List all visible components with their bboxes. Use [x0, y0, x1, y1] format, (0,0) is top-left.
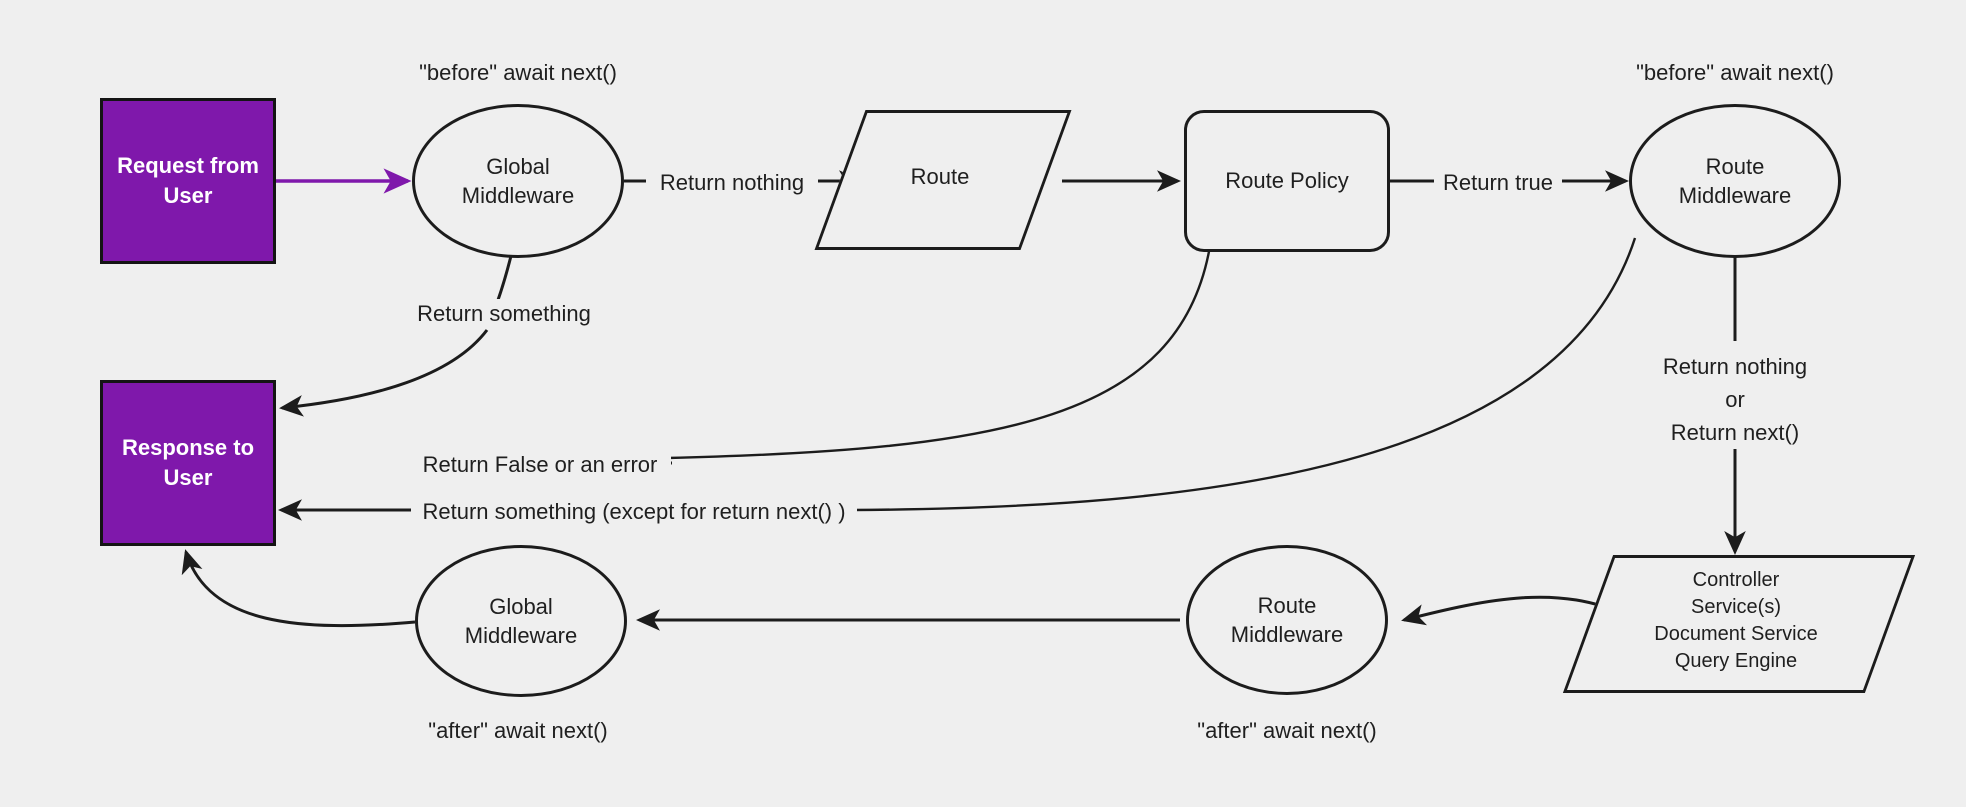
node-route-middleware-before[interactable]: Route Middleware — [1629, 104, 1841, 258]
node-global-middleware-after-label: Global Middleware — [464, 593, 578, 648]
edge-label-return-something-except: Return something (except for return next… — [411, 497, 857, 527]
edge-route-middleware-to-response-b — [851, 237, 1637, 512]
node-route-label: Route — [910, 164, 970, 190]
edge-route-policy-to-response-b — [666, 245, 1212, 460]
annotation-before-global: "before" await next() — [412, 58, 624, 88]
annotation-before-route: "before" await next() — [1616, 58, 1854, 88]
node-route-policy[interactable]: Route Policy — [1184, 110, 1390, 252]
node-global-middleware-before-label: Global Middleware — [461, 153, 575, 208]
annotation-after-global: "after" await next() — [412, 716, 624, 746]
node-global-middleware-before[interactable]: Global Middleware — [412, 104, 624, 258]
edge-global-middleware-to-response-a — [496, 251, 514, 301]
edge-global-middleware-to-response-b — [279, 329, 489, 417]
node-route-policy-label: Route Policy — [1225, 168, 1349, 194]
node-controller-stack-label: Controller Service(s) Document Service Q… — [1654, 569, 1818, 672]
node-response-to-user-label: Response to User — [121, 435, 255, 490]
node-route[interactable]: Route — [814, 110, 1072, 250]
node-route-middleware-after[interactable]: Route Middleware — [1186, 545, 1388, 695]
edge-label-return-true: Return true — [1434, 168, 1562, 198]
node-controller-stack[interactable]: Controller Service(s) Document Service Q… — [1562, 555, 1916, 693]
node-request-from-user[interactable]: Request from User — [100, 98, 276, 264]
edge-label-return-nothing: Return nothing — [646, 168, 818, 198]
edge-label-return-something: Return something — [408, 299, 600, 329]
annotation-after-route: "after" await next() — [1168, 716, 1406, 746]
edge-label-return-nothing-or-next: Return nothing or Return next() — [1620, 350, 1850, 449]
node-route-middleware-before-label: Route Middleware — [1678, 153, 1792, 208]
edge-global-middleware-after-to-response — [181, 549, 416, 628]
edge-label-return-false-or-error: Return False or an error — [409, 450, 671, 480]
node-global-middleware-after[interactable]: Global Middleware — [415, 545, 627, 697]
node-route-middleware-after-label: Route Middleware — [1230, 592, 1344, 647]
node-request-from-user-label: Request from User — [117, 153, 259, 208]
node-response-to-user[interactable]: Response to User — [100, 380, 276, 546]
